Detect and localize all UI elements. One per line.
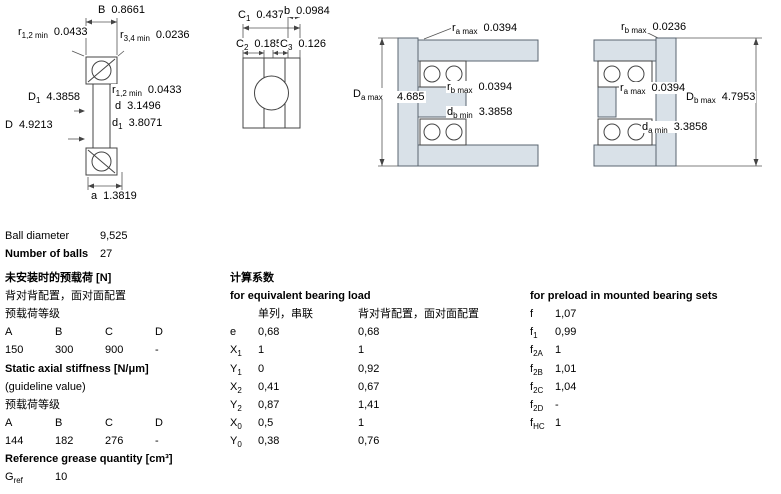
calc-value-Y0-paired: 0,76 — [358, 435, 380, 447]
mounting-face-to-face-drawing — [593, 27, 762, 167]
grease-symbol: Gref — [5, 471, 23, 485]
calc-subtitle: for equivalent bearing load — [230, 290, 371, 302]
preload-header-C: C — [105, 326, 113, 338]
calc-value-X2-paired: 0,67 — [358, 381, 380, 393]
calc-value-e-single: 0,68 — [258, 326, 280, 338]
number-of-balls-value: 27 — [100, 248, 113, 260]
calc-value-X0-single: 0,5 — [258, 417, 274, 429]
factor-value-f2A: 1 — [555, 344, 562, 356]
grease-section-title: Reference grease quantity [cm³] — [5, 453, 173, 465]
factor-symbol-f2B: f2B — [530, 363, 543, 377]
calc-symbol-X0: X0 — [230, 417, 242, 431]
preload-header-D: D — [155, 326, 163, 338]
number-of-balls-label: Number of balls — [5, 248, 89, 260]
calc-value-X1-paired: 1 — [358, 344, 365, 356]
stiffness-guideline-label: (guideline value) — [5, 381, 86, 393]
mounting-back-to-back-drawing — [378, 27, 539, 167]
preload-factors-title: for preload in mounted bearing sets — [530, 290, 718, 302]
preload-value-B: 300 — [55, 344, 74, 356]
factor-symbol-f2C: f2C — [530, 381, 544, 395]
stiffness-header-A: A — [5, 417, 13, 429]
preload-header-A: A — [5, 326, 13, 338]
ball-diameter-label: Ball diameter — [5, 230, 70, 242]
stiffness-value-D: - — [155, 435, 159, 447]
stiffness-value-C: 276 — [105, 435, 124, 447]
factor-value-fHC: 1 — [555, 417, 562, 429]
calc-col-header-single: 单列，串联 — [258, 308, 313, 320]
factor-symbol-f: f — [530, 308, 534, 320]
preload-value-A: 150 — [5, 344, 24, 356]
calc-value-X2-single: 0,41 — [258, 381, 280, 393]
dim-value-Da-max: 4.685 — [396, 91, 426, 103]
calc-col-header-paired: 背对背配置，面对面配置 — [358, 308, 479, 320]
calc-symbol-Y0: Y0 — [230, 435, 242, 449]
preload-value-D: - — [155, 344, 159, 356]
ball-diameter-value: 9,525 — [100, 230, 128, 242]
factor-value-f2B: 1,01 — [555, 363, 577, 375]
factor-symbol-f1: f1 — [530, 326, 538, 340]
preload-arrangement-label: 背对背配置，面对面配置 — [5, 290, 126, 302]
preload-class-label: 预载荷等级 — [5, 308, 60, 320]
calc-value-X1-single: 1 — [258, 344, 265, 356]
factor-value-f2C: 1,04 — [555, 381, 577, 393]
calc-section-title: 计算系数 — [230, 272, 274, 284]
factor-value-f: 1,07 — [555, 308, 577, 320]
factor-symbol-f2D: f2D — [530, 399, 544, 413]
factor-symbol-fHC: fHC — [530, 417, 545, 431]
factor-value-f2D: - — [555, 399, 559, 411]
calc-symbol-Y1: Y1 — [230, 363, 242, 377]
calc-value-Y2-paired: 1,41 — [358, 399, 380, 411]
calc-value-X0-paired: 1 — [358, 417, 365, 429]
stiffness-class-label: 预载荷等级 — [5, 399, 60, 411]
calc-symbol-X1: X1 — [230, 344, 242, 358]
preload-header-B: B — [55, 326, 63, 338]
calc-value-Y1-paired: 0,92 — [358, 363, 380, 375]
calc-value-e-paired: 0,68 — [358, 326, 380, 338]
stiffness-value-A: 144 — [5, 435, 24, 447]
stiffness-header-C: C — [105, 417, 113, 429]
stiffness-value-B: 182 — [55, 435, 74, 447]
dim-label-Da-max: Da max — [352, 88, 384, 102]
calc-value-Y1-single: 0 — [258, 363, 265, 375]
calc-symbol-Y2: Y2 — [230, 399, 242, 413]
bearing-cross-section-drawing — [68, 18, 125, 190]
grease-value: 10 — [55, 471, 68, 483]
calc-symbol-X2: X2 — [230, 381, 242, 395]
stiffness-header-B: B — [55, 417, 63, 429]
calc-value-Y0-single: 0,38 — [258, 435, 280, 447]
stiffness-header-D: D — [155, 417, 163, 429]
stiffness-section-title: Static axial stiffness [N/μm] — [5, 363, 149, 375]
preload-value-C: 900 — [105, 344, 124, 356]
bearing-side-section-drawing — [242, 13, 301, 129]
calc-symbol-e: e — [230, 326, 237, 338]
factor-symbol-f2A: f2A — [530, 344, 543, 358]
calc-value-Y2-single: 0,87 — [258, 399, 280, 411]
preload-section-title: 未安装时的预载荷 [N] — [5, 272, 112, 284]
factor-value-f1: 0,99 — [555, 326, 577, 338]
